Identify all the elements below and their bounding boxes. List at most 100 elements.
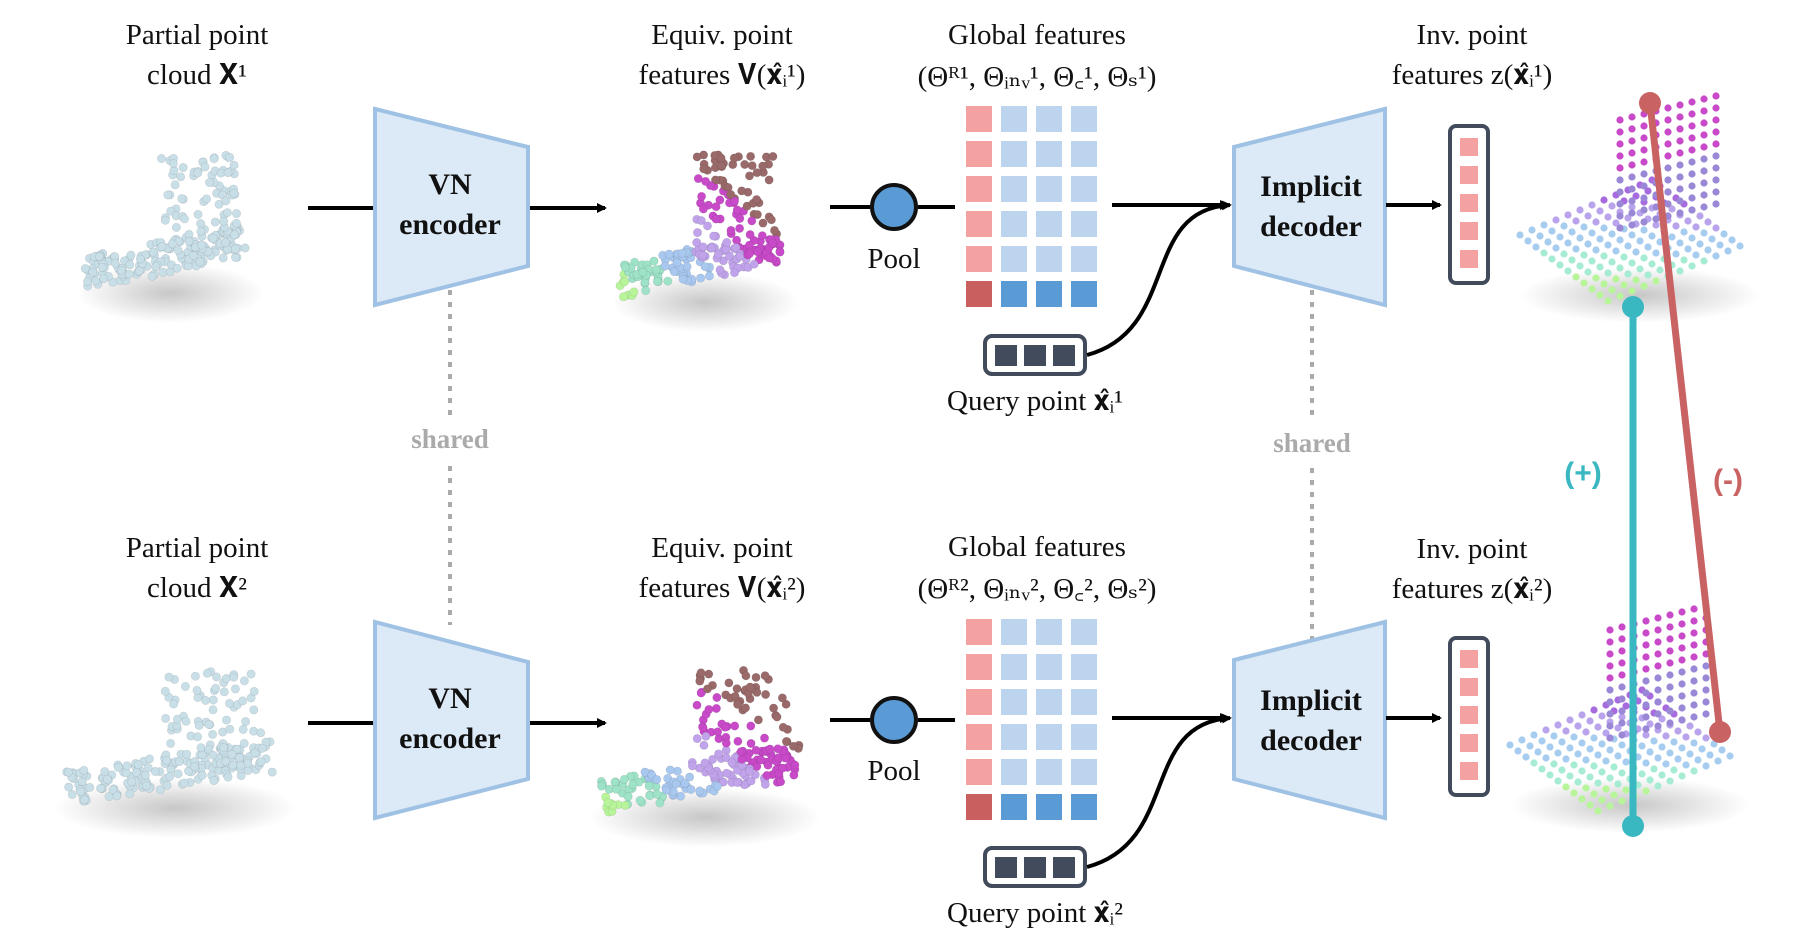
cloud-point — [1628, 185, 1636, 193]
cloud-point — [239, 738, 249, 748]
cloud-point — [223, 772, 233, 782]
cloud-point — [1606, 774, 1614, 782]
cloud-point — [1700, 131, 1708, 139]
input-cloud-label-line1: Partial point — [126, 532, 269, 564]
cloud-point — [752, 210, 762, 220]
feature-cell — [966, 619, 992, 645]
cloud-point — [1676, 149, 1684, 157]
cloud-point — [769, 225, 779, 235]
cloud-point — [1716, 241, 1724, 249]
cloud-point — [1612, 275, 1620, 283]
cloud-point — [102, 774, 112, 784]
feature-cell — [1460, 222, 1478, 240]
inv-feature-vector — [1448, 124, 1490, 285]
cloud-point — [1658, 743, 1666, 751]
cloud-point — [79, 795, 89, 805]
cloud-point — [197, 240, 207, 250]
equiv-features-label-line1: Equiv. point — [651, 532, 793, 564]
cloud-point — [760, 671, 770, 681]
cloud-point — [1646, 776, 1654, 784]
cloud-point — [1700, 107, 1708, 115]
arrow-query-to-decoder — [1086, 713, 1232, 869]
cloud-point — [1672, 250, 1680, 258]
cloud-point — [1662, 760, 1670, 768]
cloud-point — [704, 271, 714, 281]
implicit-decoder-block — [1232, 619, 1387, 821]
cloud-point — [231, 253, 241, 263]
cloud-point — [1654, 650, 1662, 658]
cloud-point — [1618, 659, 1626, 667]
cloud-point — [104, 792, 114, 802]
cloud-point — [1570, 761, 1578, 769]
cloud-point — [267, 767, 277, 777]
cloud-point — [176, 172, 186, 182]
feature-cell — [1071, 106, 1097, 132]
cloud-point — [696, 668, 706, 678]
cloud-point — [1666, 635, 1674, 643]
cloud-point — [1642, 641, 1650, 649]
cloud-shadow — [589, 787, 821, 848]
implicit-decoder-label-line2: decoder — [1260, 724, 1362, 757]
cloud-point — [753, 715, 763, 725]
cloud-point — [749, 259, 759, 269]
cloud-point — [174, 757, 184, 767]
cloud-point — [1632, 248, 1640, 256]
cloud-point — [229, 160, 239, 170]
cloud-point — [1632, 276, 1640, 284]
cloud-point — [740, 703, 750, 713]
cloud-point — [1616, 212, 1624, 220]
cloud-point — [768, 152, 778, 162]
cloud-point — [1690, 629, 1698, 637]
cloud-point — [246, 669, 256, 679]
cloud-point — [169, 699, 179, 709]
cloud-point — [1602, 757, 1610, 765]
feature-cell — [1001, 794, 1027, 820]
cloud-point — [788, 741, 798, 751]
cloud-point — [192, 685, 202, 695]
cloud-point — [193, 732, 203, 742]
cloud-point — [1700, 229, 1708, 237]
feature-cell — [966, 211, 992, 237]
cloud-point — [1616, 292, 1624, 300]
cloud-point — [1584, 240, 1592, 248]
cloud-point — [1606, 746, 1614, 754]
feature-cell — [1071, 654, 1097, 680]
cloud-point — [1618, 797, 1626, 805]
cloud-point — [1672, 222, 1680, 230]
cloud-point — [700, 758, 710, 768]
feature-cell — [1036, 141, 1062, 167]
cloud-point — [1628, 125, 1636, 133]
cloud-point — [1602, 785, 1610, 793]
cloud-point — [1616, 264, 1624, 272]
cloud-point — [1642, 665, 1650, 673]
cloud-point — [663, 276, 673, 286]
cloud-point — [746, 738, 756, 748]
cloud-point — [1572, 273, 1580, 281]
feature-cell — [966, 724, 992, 750]
cloud-point — [1592, 218, 1600, 226]
cloud-point — [1712, 252, 1720, 260]
cloud-point — [193, 168, 203, 178]
shared-label-decoder: shared — [1273, 428, 1351, 458]
cloud-point — [718, 777, 728, 787]
cloud-point — [709, 231, 719, 241]
cloud-point — [1712, 128, 1720, 136]
cloud-point — [1688, 194, 1696, 202]
pool-label: Pool — [867, 755, 920, 787]
cloud-point — [1588, 229, 1596, 237]
equiv-point-cloud — [589, 665, 821, 848]
cloud-point — [1676, 267, 1684, 275]
cloud-point — [692, 228, 702, 238]
arrow-query-to-decoder — [1086, 200, 1232, 357]
cloud-point — [1522, 753, 1530, 761]
vn-encoder-label-line2: encoder — [399, 208, 501, 241]
cloud-point — [1646, 748, 1654, 756]
cloud-point — [145, 754, 155, 764]
query-point-label: Query point 𝐱̂ᵢ² — [947, 897, 1123, 929]
cloud-point — [208, 705, 218, 715]
feature-cell — [1071, 619, 1097, 645]
cloud-point — [163, 190, 173, 200]
feature-cell — [966, 689, 992, 715]
cloud-point — [620, 262, 630, 272]
cloud-point — [1704, 218, 1712, 226]
